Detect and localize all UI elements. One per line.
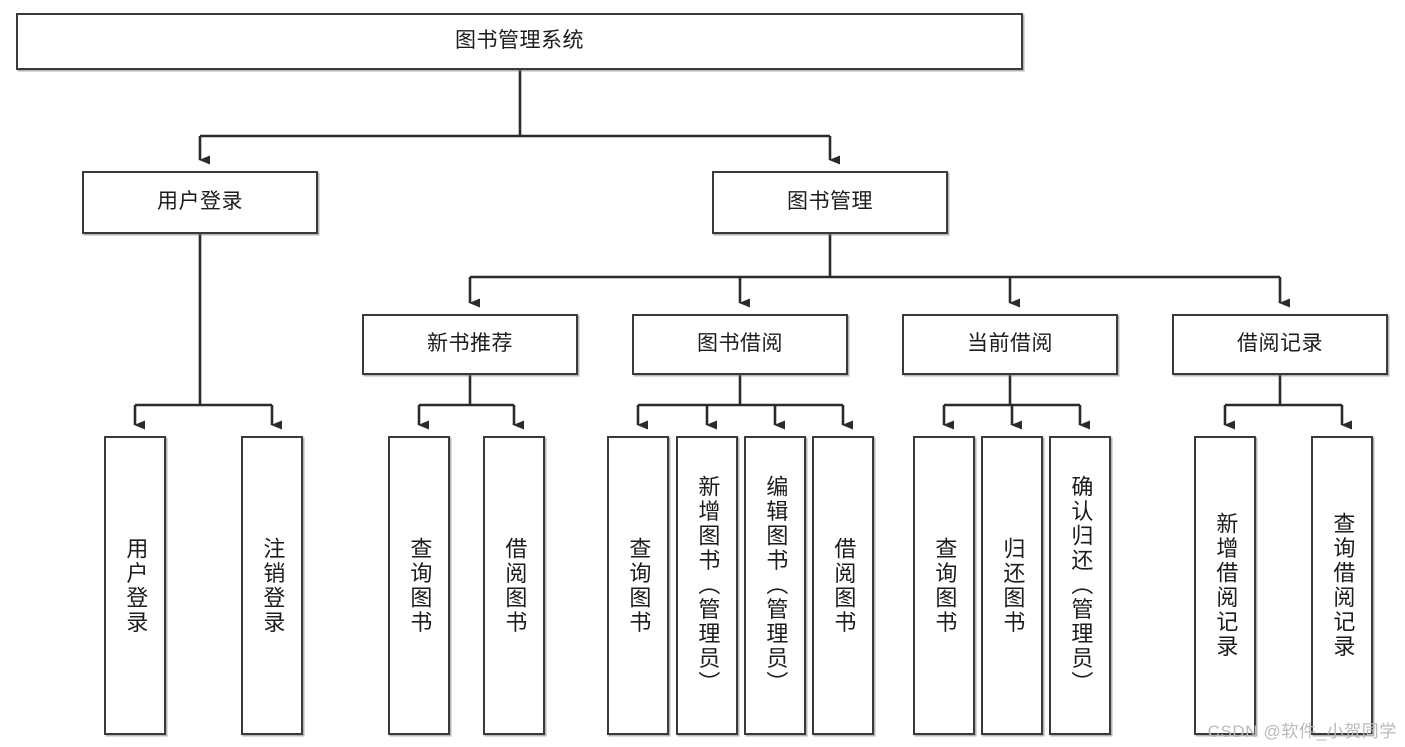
node-label: 用户登录 <box>123 536 149 635</box>
node-leaf-query-record[interactable]: 查询借阅记录 <box>1311 436 1373 735</box>
node-label: 图书管理系统 <box>455 29 584 53</box>
node-label: 用户登录 <box>157 190 243 214</box>
node-leaf-borrow-book-1[interactable]: 借阅图书 <box>483 436 545 735</box>
node-label: 当前借阅 <box>967 332 1053 356</box>
node-label: 归还图书 <box>1000 536 1026 635</box>
node-label: 确认归还（管理员） <box>1068 475 1094 696</box>
node-leaf-query-book-2[interactable]: 查询图书 <box>607 436 669 735</box>
node-label: 借阅记录 <box>1237 332 1323 356</box>
node-leaf-user-logout[interactable]: 注销登录 <box>241 436 303 735</box>
node-leaf-query-book-1[interactable]: 查询图书 <box>388 436 450 735</box>
node-leaf-edit-book[interactable]: 编辑图书（管理员） <box>744 436 806 735</box>
node-label: 新书推荐 <box>427 332 513 356</box>
node-current-borrow[interactable]: 当前借阅 <box>902 314 1118 375</box>
node-borrow-record[interactable]: 借阅记录 <box>1172 314 1388 375</box>
node-leaf-confirm-return[interactable]: 确认归还（管理员） <box>1049 436 1111 735</box>
node-leaf-return-book[interactable]: 归还图书 <box>981 436 1043 735</box>
node-label: 查询图书 <box>407 536 433 635</box>
node-label: 查询图书 <box>626 536 652 635</box>
node-book-borrow[interactable]: 图书借阅 <box>632 314 848 375</box>
node-label: 图书借阅 <box>697 332 783 356</box>
node-label: 图书管理 <box>787 190 873 214</box>
node-leaf-add-book[interactable]: 新增图书（管理员） <box>676 436 738 735</box>
node-label: 查询借阅记录 <box>1330 512 1356 659</box>
node-root[interactable]: 图书管理系统 <box>16 13 1023 70</box>
node-label: 编辑图书（管理员） <box>763 475 789 696</box>
node-label: 注销登录 <box>260 536 286 635</box>
node-leaf-borrow-book-2[interactable]: 借阅图书 <box>812 436 874 735</box>
node-label: 借阅图书 <box>502 536 528 635</box>
node-label: 新增图书（管理员） <box>695 475 721 696</box>
node-new-book-recommend[interactable]: 新书推荐 <box>362 314 578 375</box>
node-book-manage[interactable]: 图书管理 <box>712 171 948 234</box>
node-label: 查询图书 <box>932 536 958 635</box>
node-leaf-user-login[interactable]: 用户登录 <box>104 436 166 735</box>
node-label: 新增借阅记录 <box>1213 512 1239 659</box>
node-leaf-add-record[interactable]: 新增借阅记录 <box>1194 436 1256 735</box>
watermark-text: CSDN @软件_小贺同学 <box>1207 722 1397 741</box>
node-label: 借阅图书 <box>831 536 857 635</box>
node-user-login[interactable]: 用户登录 <box>82 171 318 234</box>
node-leaf-query-book-3[interactable]: 查询图书 <box>913 436 975 735</box>
